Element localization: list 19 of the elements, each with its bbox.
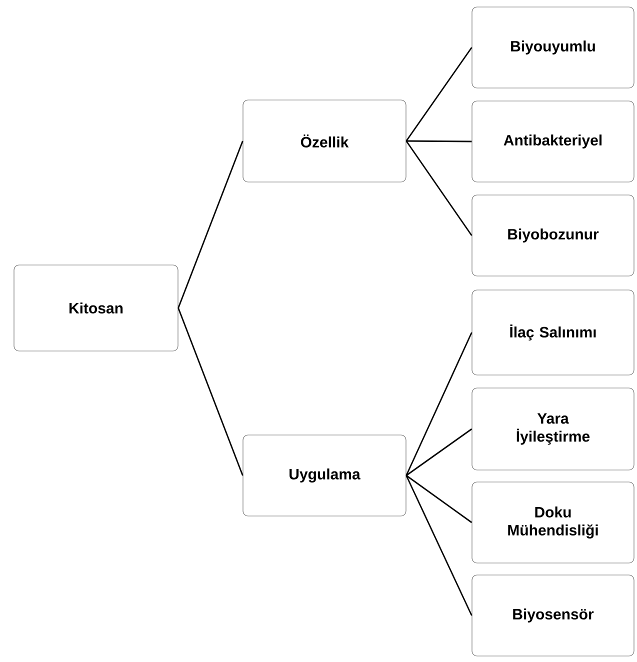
text-box: Biyosensör — [472, 574, 634, 656]
text-box: Özellik — [242, 100, 406, 182]
connector-line — [406, 140, 472, 142]
text-box: Uygulama — [242, 434, 406, 516]
text-box: Yara İyileştirme — [472, 388, 634, 470]
text-box: Antibakteriyel — [472, 100, 634, 182]
text-box: Kitosan — [14, 264, 178, 352]
connector-line — [406, 474, 472, 524]
connector-line — [406, 428, 472, 476]
connector-line — [178, 308, 244, 476]
connector-line — [178, 140, 244, 308]
connector-line — [406, 475, 472, 616]
text-box: Biyobozunur — [472, 194, 634, 276]
connector-line — [406, 47, 472, 142]
text-box: İlaç Salınımı — [472, 290, 634, 376]
text-box: Biyouyumlu — [472, 6, 634, 88]
connector-line — [406, 140, 472, 236]
connector-line — [406, 332, 472, 476]
text-box: Doku Mühendisliği — [472, 482, 634, 564]
